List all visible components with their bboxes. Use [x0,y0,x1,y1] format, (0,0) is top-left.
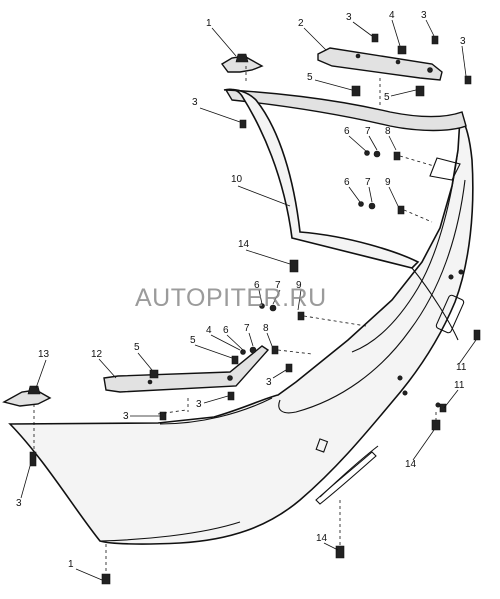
callout-14-mid: 14 [238,239,250,250]
callout-5-top-b: 5 [384,92,390,103]
callout-6-c: 6 [254,280,260,291]
callout-12: 12 [91,349,103,360]
callout-3-top-b: 3 [421,10,427,21]
callout-8-a: 8 [385,126,391,137]
upper-bracket [317,47,443,81]
callout-1-bottom: 1 [68,559,74,570]
callout-7-c: 7 [275,280,281,291]
watermark: AUTOPITER.RU [135,284,327,312]
callout-4-top: 4 [389,10,395,21]
callout-14-right: 14 [405,459,417,470]
callout-7-a: 7 [365,126,371,137]
bumper-cover [8,89,474,545]
side-hook-left [2,385,52,407]
callout-1-top: 1 [206,18,212,29]
callout-6-b: 6 [344,177,350,188]
callout-3-lower-b: 3 [196,399,202,410]
callout-labels: 1 2 3 4 3 3 5 5 3 6 7 8 10 6 7 9 14 6 7 … [16,10,467,570]
callout-6-d: 6 [223,325,229,336]
callout-6-a: 6 [344,126,350,137]
callout-3-lower-c: 3 [266,377,272,388]
callout-13: 13 [38,349,50,360]
callout-5-lower-a: 5 [134,342,140,353]
callout-3-lower-a: 3 [123,411,129,422]
callout-7-b: 7 [365,177,371,188]
callout-5-top-a: 5 [307,72,313,83]
callout-4-lower: 4 [206,325,212,336]
callout-2: 2 [298,18,304,29]
callout-3-top-a: 3 [346,12,352,23]
callout-3-upper-left: 3 [192,97,198,108]
callout-3-left: 3 [16,498,22,509]
callout-11-a: 11 [456,362,467,373]
callout-14-bottom: 14 [316,533,328,544]
callout-8-b: 8 [263,323,269,334]
callout-9-b: 9 [296,280,302,291]
callout-10: 10 [231,174,243,185]
callout-3-top-c: 3 [460,36,466,47]
leader-lines [20,19,477,581]
side-hook-top [220,53,264,73]
fasteners [29,33,481,585]
callout-7-d: 7 [244,323,250,334]
callout-9: 9 [385,177,391,188]
reinforcement-frame [223,88,459,341]
callout-11-b: 11 [454,380,465,391]
callout-5-lower-b: 5 [190,335,196,346]
assembly-lines [33,66,437,574]
